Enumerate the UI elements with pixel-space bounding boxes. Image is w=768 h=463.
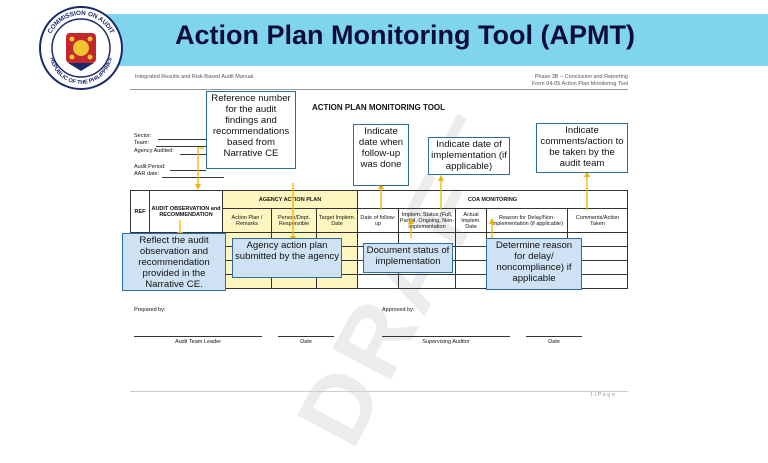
field-sector-label: Sector: <box>134 133 152 139</box>
manual-header-right-line1: Phase 3B – Conclusion and Reporting <box>534 74 628 80</box>
col-actual-date: Actual Implem. Date <box>455 208 487 233</box>
field-audit-period-label: Audit Period: <box>134 164 166 170</box>
title-banner <box>100 14 768 66</box>
sig-line-supervising <box>382 336 510 337</box>
field-team-label: Team: <box>134 140 149 146</box>
callout-determine-reason: Determine reason for delay/ noncomplianc… <box>486 238 582 290</box>
callout-reference-number: Reference number for the audit findings … <box>206 91 296 169</box>
sig-line-date1 <box>278 336 334 337</box>
callout-indicate-followup: Indicate date when follow-up was done <box>353 124 409 186</box>
field-agency-line <box>180 154 206 155</box>
col-implem-status: Implem. Status (Full, Partial, Ongoing, … <box>398 208 456 233</box>
field-audit-period-line <box>170 170 206 171</box>
callout-arrows <box>177 147 590 242</box>
page-title: Action Plan Monitoring Tool (APMT) <box>175 20 635 50</box>
manual-header-right: Phase 3B – Conclusion and Reporting Form… <box>520 74 628 88</box>
date-label-1: Date <box>300 339 312 345</box>
arrow-ref <box>197 147 204 186</box>
col-person-responsible: Person/Dept. Responsible <box>271 208 317 233</box>
field-team-line <box>156 146 206 147</box>
callout-indicate-implementation: Indicate date of implementation (if appl… <box>428 137 510 175</box>
sig-line-date2 <box>526 336 582 337</box>
col-date-followup: Date of follow-up <box>357 208 399 233</box>
field-agency-label: Agency Audited: <box>134 148 174 154</box>
supervising-auditor-label: Supervising Auditor <box>422 339 470 345</box>
footer-divider <box>130 391 628 392</box>
header-divider <box>130 89 628 90</box>
manual-header-left: Integrated Results and Risk-Based Audit … <box>135 74 254 80</box>
callout-document-status: Document status of implementation <box>363 243 453 273</box>
page-number: 1 | P a g e <box>590 392 615 398</box>
field-sector-line <box>158 139 206 140</box>
field-aar-date-label: AAR date: <box>134 171 160 177</box>
col-action-plan: Action Plan / Remarks <box>222 208 272 233</box>
field-aar-date-line <box>162 177 224 178</box>
form-title: ACTION PLAN MONITORING TOOL <box>312 103 446 112</box>
callout-reflect-observation: Reflect the audit observation and recomm… <box>122 233 226 291</box>
coa-seal-logo: COMMISSION ON AUDIT REPUBLIC OF THE PHIL… <box>38 5 124 91</box>
approved-by-label: Approved by: <box>382 307 415 313</box>
col-reason-delay: Reason for Delay/Non-Implementation (if … <box>486 208 568 233</box>
date-label-2: Date <box>548 339 560 345</box>
manual-header-right-line2: Form 04-05 Action Plan Monitoring Tool <box>531 81 628 87</box>
callout-indicate-comments: Indicate comments/action to be taken by … <box>536 123 628 173</box>
callout-agency-action-plan: Agency action plan submitted by the agen… <box>232 238 342 278</box>
prepared-by-label: Prepared by: <box>134 307 166 313</box>
audit-team-leader-label: Audit Team Leader <box>174 339 222 345</box>
sig-line-team-leader <box>134 336 262 337</box>
